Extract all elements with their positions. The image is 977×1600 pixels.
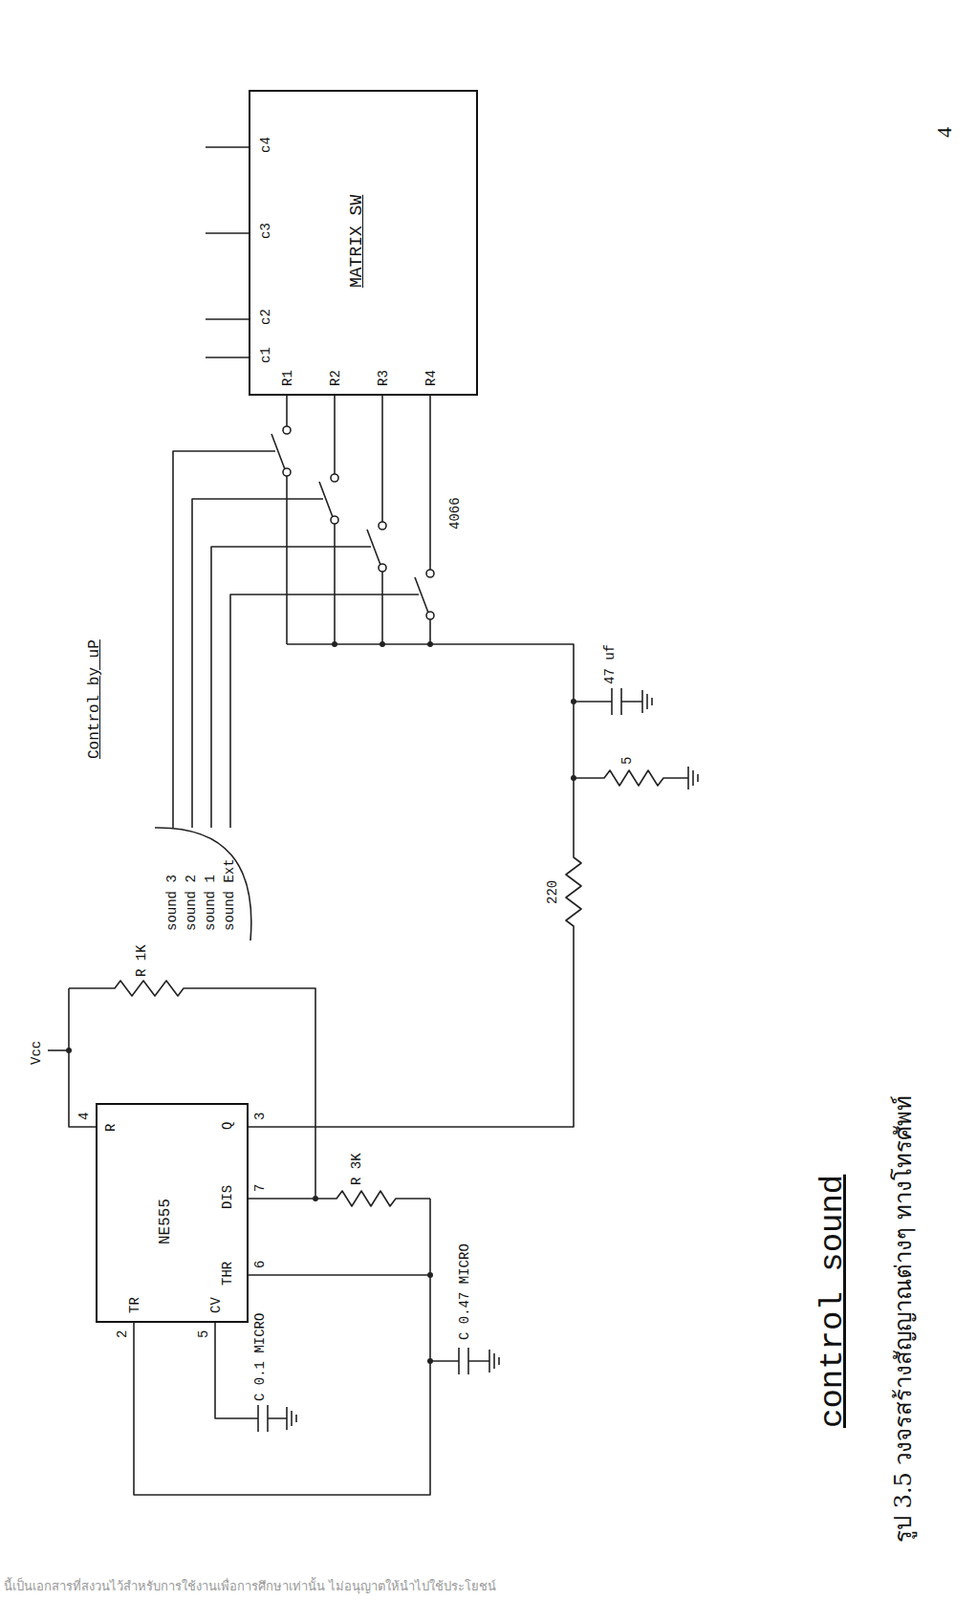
- bracket-arc: [154, 827, 252, 941]
- pin-label: c4: [258, 136, 275, 153]
- switch-contact: [426, 569, 435, 578]
- trigger-wire: [133, 1198, 431, 1496]
- switch-wire: [367, 395, 383, 645]
- vcc-rail: [68, 988, 96, 1128]
- pin-number: 7: [252, 1184, 269, 1193]
- supply-label: Vcc: [28, 1041, 45, 1065]
- signal-name: sound Ext: [221, 858, 239, 932]
- pin-label: NE555: [156, 1198, 175, 1245]
- signal-name: sound 3: [164, 874, 181, 932]
- ground-symbol: [642, 690, 652, 714]
- ground-symbol: [286, 1407, 297, 1431]
- control-line: [211, 546, 371, 828]
- control-heading: Control by uP: [86, 639, 105, 760]
- timer-ic-box: R Q DIS THR TR CV NE555: [95, 1103, 249, 1324]
- pin-number: 2: [114, 1330, 131, 1339]
- junction-dot: [312, 1195, 319, 1202]
- page-number: 4: [932, 127, 957, 138]
- resistor-symbol: [68, 980, 316, 1199]
- component-value: 47 uf: [602, 644, 619, 685]
- pin-label: c1: [258, 347, 275, 364]
- pin-number: 5: [195, 1330, 213, 1339]
- junction-dot: [427, 1272, 434, 1279]
- switch-wire: [319, 395, 335, 645]
- ground-symbol: [489, 1349, 500, 1373]
- junction-dot: [379, 641, 386, 648]
- junction-dot: [570, 698, 577, 705]
- output-wire: [248, 644, 582, 1128]
- control-line: [173, 451, 276, 828]
- pin-label: DIS: [219, 1185, 237, 1210]
- pin-number: 3: [252, 1112, 269, 1121]
- pin-label: R4: [423, 369, 440, 387]
- switch-contact: [378, 521, 387, 530]
- switch-contact: [378, 564, 387, 572]
- switch-contact: [282, 426, 291, 435]
- pin-label: MATRIX SW: [346, 195, 368, 288]
- capacitor-wire: [430, 1347, 490, 1375]
- junction-dot: [65, 1047, 72, 1054]
- pin-label: c2: [258, 308, 275, 326]
- component-value: 220: [544, 880, 562, 905]
- signal-name: sound 2: [183, 874, 200, 932]
- pin-label: c3: [258, 222, 275, 239]
- pin-number: 6: [252, 1260, 269, 1269]
- switch-contact: [282, 468, 291, 477]
- vcc-wire: [47, 1049, 69, 1052]
- switch-contact: [330, 516, 339, 524]
- matrix-switch-box: MATRIX SW c1 c2 c3 c4R1 R2 R3 R4: [248, 89, 478, 396]
- pin-label: R2: [327, 369, 345, 387]
- pin-label: Q: [219, 1122, 237, 1130]
- pin-label: THR: [219, 1261, 237, 1286]
- thr-wire: [248, 1274, 431, 1277]
- component-value: R 3K: [348, 1152, 366, 1186]
- pin-label: R1: [280, 369, 297, 387]
- component-value: C 0.47 MICRO: [456, 1243, 474, 1341]
- switch-contact: [330, 474, 339, 482]
- capacitor-wire: [573, 688, 643, 716]
- figure-caption: รูป 3.5 วงจรสร้างสัญญาณต่างๆ ทางโทรศัพท์: [889, 1095, 918, 1543]
- component-value: R 1K: [133, 944, 151, 977]
- column-pin: [205, 147, 249, 358]
- junction-dot: [570, 775, 577, 782]
- part-name: 4066: [447, 497, 464, 530]
- capacitor-wire: [215, 1323, 287, 1433]
- signal-name: sound 1: [202, 874, 219, 932]
- resistor-symbol: [573, 770, 689, 786]
- component-value: C 0.1 MICRO: [252, 1313, 269, 1402]
- resistor-symbol: [315, 1191, 431, 1207]
- diagram-title: control sound: [812, 1174, 854, 1429]
- pin-label: CV: [208, 1297, 225, 1314]
- component-value: 5: [619, 757, 636, 765]
- pin-label: TR: [127, 1297, 144, 1314]
- pin-label: R: [103, 1124, 120, 1132]
- pin-number: 4: [76, 1112, 93, 1121]
- switch-contact: [426, 611, 435, 620]
- pin-label: R3: [375, 369, 392, 387]
- ground-symbol: [688, 766, 698, 790]
- junction-dot: [427, 641, 434, 648]
- watermark-note: นี้เป็นเอกสารที่สงวนไว้สำหรับการใช้งานเพ…: [3, 1579, 497, 1595]
- switch-wire: [414, 395, 431, 645]
- control-line: [230, 594, 419, 828]
- junction-dot: [427, 1358, 434, 1365]
- junction-dot: [331, 641, 338, 648]
